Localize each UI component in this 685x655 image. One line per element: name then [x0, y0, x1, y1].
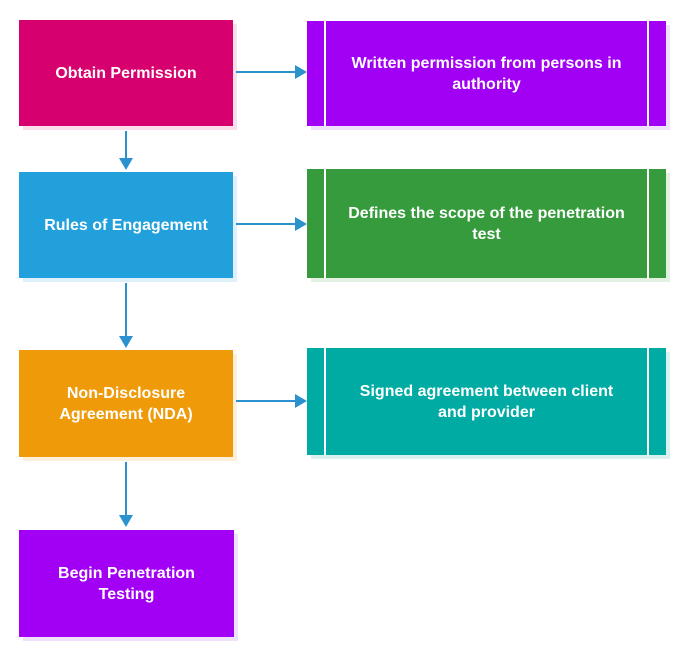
detail-signed-agreement-label: Signed agreement between client and prov…	[359, 382, 614, 421]
step-begin-penetration-testing-label: Begin Penetration Testing	[58, 564, 195, 603]
arrow-right-3	[236, 394, 307, 408]
predefined-process-left-bar	[324, 348, 326, 455]
predefined-process-right-bar	[647, 348, 649, 455]
arrow-down-3	[119, 462, 133, 527]
step-nda: Non-Disclosure Agreement (NDA)	[19, 350, 233, 457]
step-nda-label: Non-Disclosure Agreement (NDA)	[59, 384, 193, 423]
detail-scope-of-test: Defines the scope of the penetration tes…	[307, 169, 666, 278]
detail-signed-agreement: Signed agreement between client and prov…	[307, 348, 666, 455]
step-rules-of-engagement-label: Rules of Engagement	[44, 216, 208, 234]
arrow-right-2	[236, 217, 307, 231]
predefined-process-left-bar	[324, 169, 326, 278]
step-obtain-permission-label: Obtain Permission	[55, 64, 197, 82]
arrow-down-1	[119, 131, 133, 170]
step-rules-of-engagement: Rules of Engagement	[19, 172, 233, 278]
detail-written-permission-label: Written permission from persons in autho…	[351, 54, 622, 93]
predefined-process-left-bar	[324, 21, 326, 126]
predefined-process-right-bar	[647, 169, 649, 278]
step-obtain-permission: Obtain Permission	[19, 20, 233, 126]
detail-written-permission: Written permission from persons in autho…	[307, 21, 666, 126]
predefined-process-right-bar	[647, 21, 649, 126]
step-begin-penetration-testing: Begin Penetration Testing	[19, 530, 234, 637]
arrow-down-2	[119, 283, 133, 348]
detail-scope-of-test-label: Defines the scope of the penetration tes…	[348, 204, 625, 243]
arrow-right-1	[236, 65, 307, 79]
